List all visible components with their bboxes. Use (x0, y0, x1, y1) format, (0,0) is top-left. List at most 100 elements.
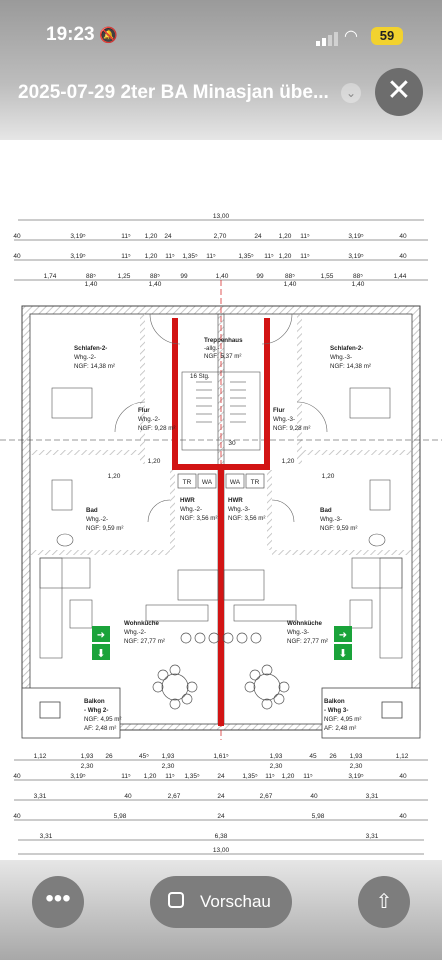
dim-label: 11⁵ (300, 233, 310, 240)
exit-arrow-icon (92, 644, 110, 660)
room-name: Flur (273, 407, 285, 414)
dim-label: 11⁵ (300, 253, 310, 260)
tr-label: TR (183, 479, 192, 486)
balconies (21, 687, 421, 739)
dim-total-top: 13,00 (213, 213, 230, 220)
dim-label: 3,19⁵ (70, 773, 86, 780)
room-unit: Whg.-2- (180, 506, 202, 513)
bottom-dimension-labels: 1,12 1,93 26 45⁵ 1,93 1,61⁵ 1,93 45 26 1… (13, 753, 408, 854)
dim-label: 40 (399, 233, 407, 240)
room-name: Wohnküche (124, 620, 160, 627)
dim-label: 1,20 (282, 458, 295, 465)
dim-label: 1,35⁵ (242, 773, 258, 780)
top-dimension-lines (14, 219, 428, 281)
dim-label: 11⁵ (265, 773, 275, 780)
dim-label: 1,20 (148, 458, 161, 465)
exit-signs: ⬇ ⬇ ➜ ➜ (92, 626, 352, 660)
room-area: NGF: 9,59 m² (320, 525, 357, 532)
dim-label: 40 (13, 253, 21, 260)
dim-label: 1,40 (85, 281, 98, 288)
dim-label: 24 (254, 233, 262, 240)
svg-text:⬇: ⬇ (96, 648, 105, 660)
dim-label: 45⁵ (139, 753, 149, 760)
preview-button[interactable]: Vorschau (150, 876, 292, 928)
share-icon: ⇧ (375, 891, 393, 913)
floor-plan-viewer[interactable]: 13,00 40 3,19⁵ 11⁵ 1,20 24 2,70 24 1,20 … (0, 140, 442, 860)
dim-label: 40 (399, 253, 407, 260)
room-labels: Treppenhaus -allg.- NGF: 5,37 m² 16 Stg.… (74, 337, 371, 732)
dim-label: 5,98 (312, 813, 325, 820)
dim-label: 24 (164, 233, 172, 240)
bottom-dimension-lines (14, 759, 428, 855)
exit-sign-icon (92, 626, 110, 642)
chevron-down-icon[interactable]: ⌄ (341, 83, 361, 103)
dim-label: 3,31 (366, 833, 379, 840)
room-sub: -allg.- (204, 345, 219, 352)
room-area: NGF: 3,56 m² (228, 515, 265, 522)
dim-label: 1,93 (81, 753, 94, 760)
dim-label: 5,98 (114, 813, 127, 820)
dim-label: 6,38 (215, 833, 228, 840)
dim-label: 2,30 (270, 763, 283, 770)
dim-label: 1,40 (149, 281, 162, 288)
dim-label: 24 (217, 813, 225, 820)
dim-label: 45 (309, 753, 317, 760)
dim-label: 1,40 (284, 281, 297, 288)
dim-label: 1,12 (396, 753, 409, 760)
dim-label: 3,31 (40, 833, 53, 840)
dim-label: 88⁵ (150, 273, 160, 280)
room-unit: Whg.-2- (138, 416, 160, 423)
room-unit: Whg.-3- (330, 354, 352, 361)
floor-plan-drawing: 13,00 40 3,19⁵ 11⁵ 1,20 24 2,70 24 1,20 … (0, 213, 442, 855)
dim-label: 3,19⁵ (348, 233, 364, 240)
wa-label: WA (230, 479, 241, 486)
room-name: Wohnküche (287, 620, 323, 627)
dim-label: 2,30 (350, 763, 363, 770)
room-name: Bad (320, 507, 332, 514)
room-area: NGF: 9,28 m² (138, 425, 175, 432)
utility-labels: TR WA WA TR 1,20 1,20 1,20 1,20 30 (108, 440, 335, 486)
room-name: Schlafen-2- (74, 345, 107, 352)
dim-label: 1,20 (144, 773, 157, 780)
dim-label: 40 (124, 793, 132, 800)
document-title[interactable]: 2025-07-29 2ter BA Minasjan übe... (18, 82, 329, 103)
room-unit: Whg.-3- (320, 516, 342, 523)
dim-label: 11⁵ (165, 253, 175, 260)
room-name: Schlafen-2- (330, 345, 363, 352)
dim-label: 1,93 (270, 753, 283, 760)
top-bar: 19:23 🔕 ◠ 59 2025-07-29 2ter BA Minasjan… (0, 0, 442, 140)
wa-label: WA (202, 479, 213, 486)
room-unit: Whg.-2- (74, 354, 96, 361)
dim-label: 40 (13, 773, 21, 780)
door-swings (114, 313, 328, 523)
dim-label: 1,20 (145, 253, 158, 260)
dim-label: 1,20 (322, 473, 335, 480)
dim-label: 1,44 (394, 273, 407, 280)
room-name: Balkon (84, 698, 105, 705)
dim-label: 1,61⁵ (213, 753, 229, 760)
furniture (39, 387, 403, 659)
share-button[interactable]: ⇧ (358, 876, 410, 928)
room-area: NGF: 4,95 m² (324, 716, 361, 723)
cell-signal-icon (316, 28, 340, 46)
dim-label: 40 (13, 233, 21, 240)
dim-label: 30 (228, 440, 236, 447)
tr-label: TR (251, 479, 260, 486)
dim-label: 11⁵ (121, 773, 131, 780)
room-unit: Whg.-3- (273, 416, 295, 423)
dim-label: 1,35⁵ (238, 253, 254, 260)
dim-label: 3,19⁵ (70, 233, 86, 240)
room-unit: Whg.-3- (228, 506, 250, 513)
room-unit: - Whg 3- (324, 707, 348, 714)
dim-label: 1,20 (145, 233, 158, 240)
battery-indicator: 59 (371, 27, 403, 45)
room-area: NGF: 27,77 m² (287, 638, 328, 645)
dim-label: 40 (399, 773, 407, 780)
exit-sign-icon (334, 626, 352, 642)
dining-tables (152, 632, 290, 710)
dim-label: 1,12 (34, 753, 47, 760)
more-button[interactable]: ••• (32, 876, 84, 928)
close-button[interactable]: ✕ (375, 68, 423, 116)
room-af: AF: 2,48 m² (84, 725, 116, 732)
dim-label: 26 (329, 753, 337, 760)
